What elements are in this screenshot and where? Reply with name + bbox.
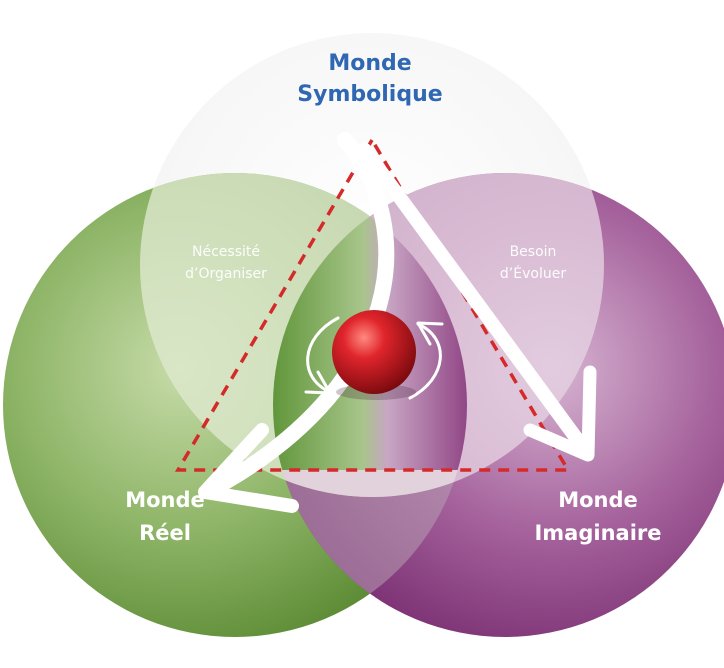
label-reel-line2: Réel — [139, 521, 191, 545]
rotation-arrow-right-head-icon — [416, 321, 444, 346]
label-symbolique-line2: Symbolique — [297, 82, 442, 107]
arrow-head-imaginaire-icon — [523, 365, 597, 462]
dashed-triangle — [174, 136, 572, 472]
label-symbolique-line1: Monde — [328, 51, 411, 76]
label-imaginaire-line2: Imaginaire — [534, 521, 661, 545]
rotation-arrow-left-head-icon — [304, 370, 332, 395]
rotating-sphere-icon — [332, 310, 416, 394]
straight-arrow-icon — [358, 143, 592, 457]
label-besoin-line1: Besoin — [510, 244, 557, 260]
arrow-head-reel-icon — [198, 423, 299, 513]
label-necessite-line2: d’Organiser — [185, 266, 267, 282]
label-reel-line1: Monde — [125, 488, 205, 512]
label-necessite-line1: Nécessité — [192, 244, 260, 260]
label-imaginaire-line1: Monde — [558, 488, 638, 512]
rotation-arrow-left-icon — [306, 316, 340, 394]
label-besoin-line2: d’Évoluer — [500, 265, 566, 282]
curved-arrow-icon — [217, 132, 395, 490]
rotation-arrow-right-icon — [408, 322, 442, 400]
